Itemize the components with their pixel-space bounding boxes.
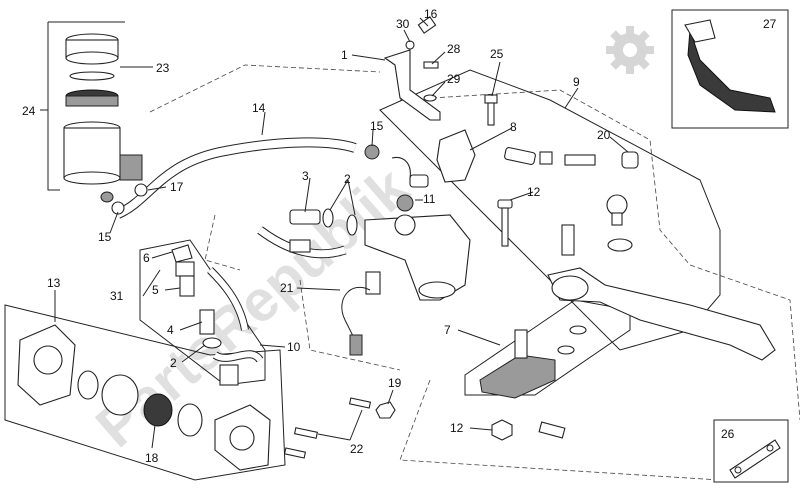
label-14: 14	[252, 101, 266, 115]
label-3: 3	[302, 169, 309, 183]
label-16: 16	[424, 7, 438, 21]
label-26: 26	[721, 427, 735, 441]
box-5-outline	[139, 239, 266, 386]
label-2a: 2	[344, 172, 351, 186]
switch-21	[341, 271, 381, 356]
bolts	[484, 94, 513, 247]
label-22: 22	[350, 442, 364, 456]
label-10: 10	[287, 340, 301, 354]
bracket-1	[383, 16, 441, 121]
box-13-outline	[4, 304, 286, 481]
label-15a: 15	[370, 119, 384, 133]
label-13: 13	[47, 276, 61, 290]
label-7: 7	[444, 323, 451, 337]
label-24: 24	[22, 104, 36, 118]
box-24-bracket	[47, 22, 60, 191]
box-9-outline	[379, 69, 721, 351]
master-cylinder	[364, 156, 471, 301]
label-17: 17	[170, 180, 184, 194]
label-18: 18	[145, 451, 159, 465]
label-31: 31	[110, 289, 124, 303]
label-29: 29	[447, 72, 461, 86]
bracket-27	[684, 19, 776, 113]
label-28: 28	[447, 42, 461, 56]
hose-14	[111, 137, 380, 219]
label-21: 21	[280, 281, 294, 295]
label-19: 19	[388, 376, 402, 390]
assembly-outlines	[149, 64, 800, 481]
adjuster-plate	[479, 325, 587, 441]
brake-lever	[547, 194, 776, 361]
fittings-2-3	[257, 208, 358, 259]
fittings-4-5-6	[171, 244, 264, 386]
reservoir	[63, 33, 143, 203]
label-5: 5	[152, 283, 159, 297]
label-11: 11	[423, 192, 436, 206]
label-25: 25	[490, 47, 504, 61]
label-27: 27	[763, 17, 777, 31]
tool-26	[729, 439, 781, 479]
gear-icon	[606, 26, 654, 74]
label-8: 8	[510, 120, 517, 134]
screws-22-19	[283, 397, 396, 459]
label-23: 23	[156, 61, 170, 75]
label-4: 4	[167, 323, 174, 337]
label-1: 1	[341, 48, 348, 62]
label-15b: 15	[98, 230, 112, 244]
pivot-housing-8	[436, 129, 639, 183]
slave-cylinder-13	[17, 324, 271, 471]
label-20: 20	[597, 128, 611, 142]
label-2b: 2	[170, 356, 177, 370]
callout-labels: 1 2 2 3 4 5 6 7 8 9 10 11 12 12 13 14 15…	[22, 7, 777, 465]
label-6: 6	[143, 251, 150, 265]
leader-lines	[40, 17, 629, 449]
label-12a: 12	[527, 185, 541, 199]
label-30: 30	[396, 17, 410, 31]
label-12b: 12	[450, 421, 464, 435]
label-9: 9	[573, 75, 580, 89]
